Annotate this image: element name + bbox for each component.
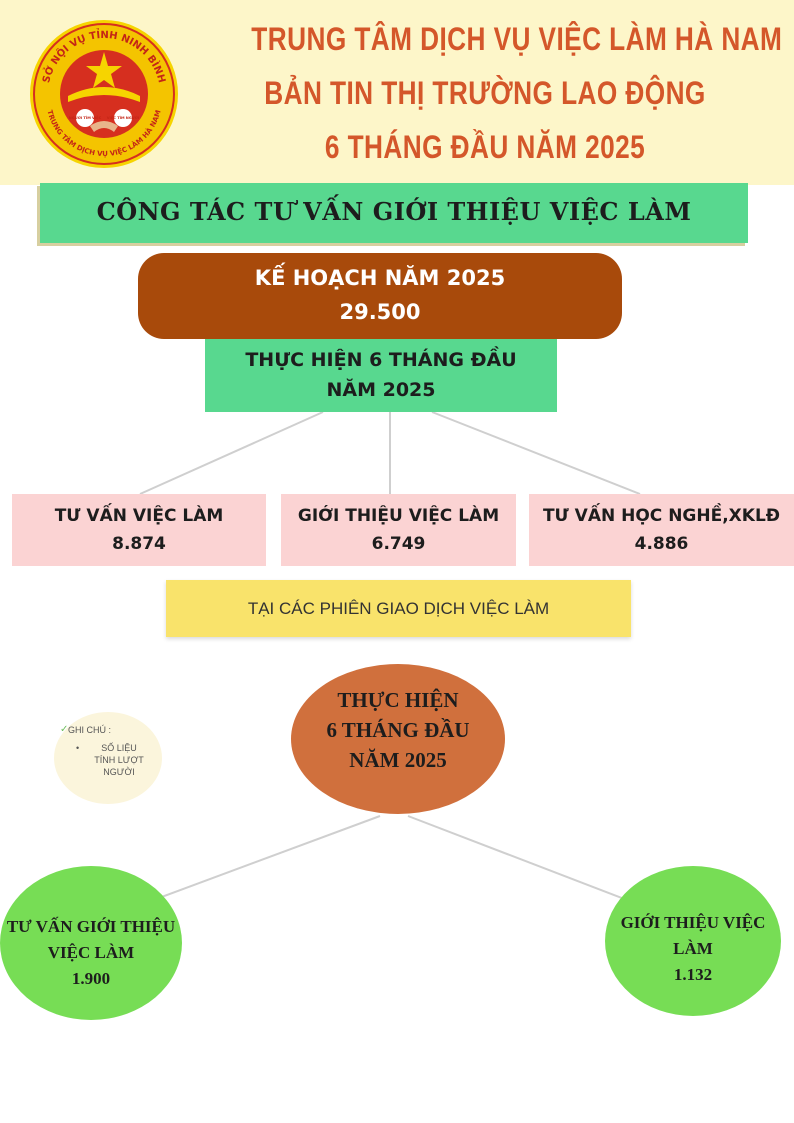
logo-emblem-icon: SỞ NỘI VỤ TỈNH NINH BÌNH TRUNG TÂM DỊCH … bbox=[30, 20, 178, 168]
header-band: SỞ NỘI VỤ TỈNH NINH BÌNH TRUNG TÂM DỊCH … bbox=[0, 0, 794, 185]
plan-value: 29.500 bbox=[339, 300, 421, 324]
sessions-banner-text: TẠI CÁC PHIÊN GIAO DỊCH VIỆC LÀM bbox=[247, 599, 550, 618]
result-value: 6.749 bbox=[371, 534, 426, 554]
note-line2: TÍNH LƯỢT bbox=[94, 755, 144, 765]
logo-left-label: NGƯỜI TÌM VIỆC bbox=[69, 115, 102, 120]
center-line2: 6 THÁNG ĐẦU bbox=[326, 718, 470, 742]
session-value: 1.132 bbox=[673, 965, 713, 984]
session-value: 1.900 bbox=[71, 969, 111, 988]
result-label: TƯ VẤN HỌC NGHỀ,XKLĐ bbox=[542, 506, 781, 526]
plan-box: KẾ HOẠCH NĂM 2025 29.500 bbox=[138, 253, 622, 339]
header-title-line3: 6 THÁNG ĐẦU NĂM 2025 bbox=[324, 129, 646, 165]
plan-label: KẾ HOẠCH NĂM 2025 bbox=[254, 266, 506, 290]
section-title-banner: CÔNG TÁC TƯ VẤN GIỚI THIỆU VIỆC LÀM bbox=[40, 183, 748, 243]
note-bullet: • bbox=[76, 743, 80, 753]
logo-right-label: VIỆC TÌM NGƯỜI bbox=[107, 115, 140, 120]
sessions-banner: TẠI CÁC PHIÊN GIAO DỊCH VIỆC LÀM bbox=[166, 580, 631, 637]
session-line1: GIỚI THIỆU VIỆC bbox=[620, 913, 766, 932]
done-line1: THỰC HIỆN 6 THÁNG ĐẦU bbox=[245, 349, 517, 371]
connector-line-sessions-left bbox=[139, 815, 381, 906]
header-titles: TRUNG TÂM DỊCH VỤ VIỆC LÀM HÀ NAM BẢN TI… bbox=[251, 12, 783, 174]
connector-line-sessions-right bbox=[407, 815, 641, 906]
session-circle-consulting: TƯ VẤN GIỚI THIỆU VIỆC LÀM 1.900 bbox=[0, 866, 182, 1020]
center-line3: NĂM 2025 bbox=[349, 748, 447, 772]
session-line1: TƯ VẤN GIỚI THIỆU bbox=[6, 917, 176, 936]
note-title: GHI CHÚ : bbox=[68, 725, 112, 735]
center-line1: THỰC HIỆN bbox=[337, 688, 459, 712]
result-label: GIỚI THIỆU VIỆC LÀM bbox=[297, 506, 500, 526]
result-box-referral: GIỚI THIỆU VIỆC LÀM 6.749 bbox=[281, 494, 516, 566]
connector-line-results-left bbox=[139, 411, 324, 495]
session-line2: LÀM bbox=[673, 939, 713, 958]
session-circle-referral: GIỚI THIỆU VIỆC LÀM 1.132 bbox=[605, 866, 781, 1016]
note-line3: NGƯỜI bbox=[103, 767, 135, 777]
note-bubble: ✓ GHI CHÚ : • SỐ LIỆU TÍNH LƯỢT NGƯỜI bbox=[54, 712, 162, 804]
note-line1: SỐ LIỆU bbox=[101, 743, 137, 753]
done-line2: NĂM 2025 bbox=[326, 379, 436, 401]
header-title-line1: TRUNG TÂM DỊCH VỤ VIỆC LÀM HÀ NAM bbox=[251, 21, 783, 57]
section-title: CÔNG TÁC TƯ VẤN GIỚI THIỆU VIỆC LÀM bbox=[96, 197, 692, 226]
note-text: SỐ LIỆU TÍNH LƯỢT NGƯỜI bbox=[88, 742, 150, 778]
header-title-line2: BẢN TIN THỊ TRƯỜNG LAO ĐỘNG bbox=[264, 75, 706, 111]
connector-line-results-right bbox=[431, 411, 641, 495]
center-circle: THỰC HIỆN 6 THÁNG ĐẦU NĂM 2025 bbox=[291, 664, 505, 814]
done-box: THỰC HIỆN 6 THÁNG ĐẦU NĂM 2025 bbox=[205, 339, 557, 412]
result-box-vocational: TƯ VẤN HỌC NGHỀ,XKLĐ 4.886 bbox=[529, 494, 794, 566]
result-box-consulting: TƯ VẤN VIỆC LÀM 8.874 bbox=[12, 494, 266, 566]
result-value: 4.886 bbox=[634, 534, 689, 554]
result-value: 8.874 bbox=[112, 534, 166, 554]
result-label: TƯ VẤN VIỆC LÀM bbox=[54, 506, 224, 526]
session-line2: VIỆC LÀM bbox=[47, 943, 135, 962]
check-icon: ✓ bbox=[60, 724, 69, 735]
